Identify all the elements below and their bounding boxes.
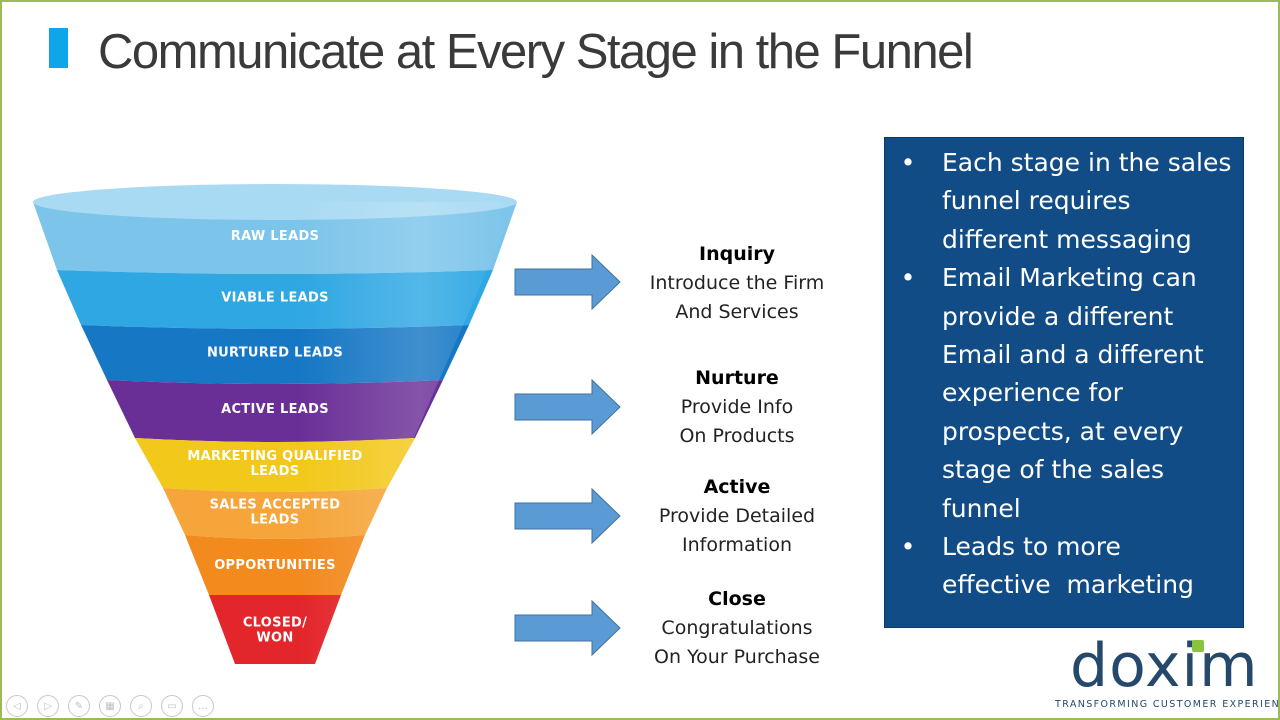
funnel-stage-label: ACTIVE LEADS [221, 402, 329, 417]
info-bullet-item: • Email Marketing can provide a differen… [885, 259, 1243, 528]
previous-icon[interactable]: ◁ [6, 695, 28, 717]
title-accent-bar [49, 28, 68, 68]
slideshow-controls: ◁ ▷ ✎ ▦ ⌕ ▭ … [6, 695, 214, 717]
arrow-close-icon [514, 599, 622, 657]
funnel-stage-label: CLOSED/ [243, 616, 307, 631]
info-bullet-text: Each stage in the sales funnel requires … [942, 148, 1232, 254]
funnel-stage-label: NURTURED LEADS [207, 346, 343, 361]
logo-tagline: TRANSFORMING CUSTOMER EXPERIENCE [1055, 699, 1280, 710]
info-bullet-text: Email Marketing can provide a different … [942, 263, 1204, 523]
next-icon[interactable]: ▷ [37, 695, 59, 717]
arrow-nurture-icon [514, 378, 622, 436]
stage-line: On Products [679, 425, 795, 447]
info-bullet-item: • Leads to more effective marketing [885, 528, 1243, 605]
stage-heading: Nurture [695, 367, 779, 389]
funnel-stage-label: MARKETING QUALIFIED [187, 449, 362, 464]
more-icon[interactable]: … [192, 695, 214, 717]
arrow-inquiry-icon [514, 253, 622, 311]
stage-message-active: Active Provide Detailed Information [632, 473, 842, 560]
bullet-icon: • [900, 532, 916, 562]
funnel-shine [33, 202, 517, 664]
stage-message-nurture: Nurture Provide Info On Products [632, 364, 842, 451]
logo-wordmark: doxim [1070, 631, 1259, 701]
zoom-icon[interactable]: ⌕ [130, 695, 152, 717]
sales-funnel: RAW LEADS VIABLE LEADS NURTURED LEADS ACTIV… [33, 184, 517, 664]
pen-icon[interactable]: ✎ [68, 695, 90, 717]
arrow-active-icon [514, 487, 622, 545]
funnel-stage-label: VIABLE LEADS [221, 291, 329, 306]
doxim-logo: doxim TRANSFORMING CUSTOMER EXPERIENCE [1052, 631, 1280, 712]
info-box: • Each stage in the sales funnel require… [884, 137, 1244, 628]
stage-line: And Services [675, 301, 799, 323]
funnel-stage-label: RAW LEADS [231, 229, 319, 244]
bullet-icon: • [900, 148, 916, 177]
stage-line: Congratulations [661, 617, 813, 639]
info-bullet-list: • Each stage in the sales funnel require… [885, 144, 1243, 605]
stage-heading: Active [703, 476, 771, 498]
stage-line: Information [682, 534, 792, 556]
info-bullet-item: • Each stage in the sales funnel require… [885, 144, 1243, 259]
slides-icon[interactable]: ▦ [99, 695, 121, 717]
funnel-stage-label: LEADS [251, 464, 300, 479]
funnel-stage-label: WON [256, 631, 293, 646]
info-bullet-text: Leads to more effective marketing [942, 532, 1194, 600]
funnel-stage-label: LEADS [251, 513, 300, 528]
stage-line: Provide Info [680, 396, 794, 418]
funnel-stage-label: OPPORTUNITIES [214, 558, 336, 573]
subtitles-icon[interactable]: ▭ [161, 695, 183, 717]
stage-line: Provide Detailed [658, 505, 816, 527]
stage-heading: Inquiry [699, 243, 775, 265]
stage-line: Introduce the Firm [649, 272, 825, 294]
funnel-stage-label: SALES ACCEPTED [210, 498, 341, 513]
stage-line: On Your Purchase [654, 646, 820, 668]
stage-message-close: Close Congratulations On Your Purchase [632, 585, 842, 672]
slide-title: Communicate at Every Stage in the Funnel [98, 25, 974, 79]
logo-dot-icon [1192, 640, 1204, 652]
bullet-icon: • [900, 263, 916, 293]
stage-message-inquiry: Inquiry Introduce the Firm And Services [632, 240, 842, 327]
stage-heading: Close [708, 588, 766, 610]
